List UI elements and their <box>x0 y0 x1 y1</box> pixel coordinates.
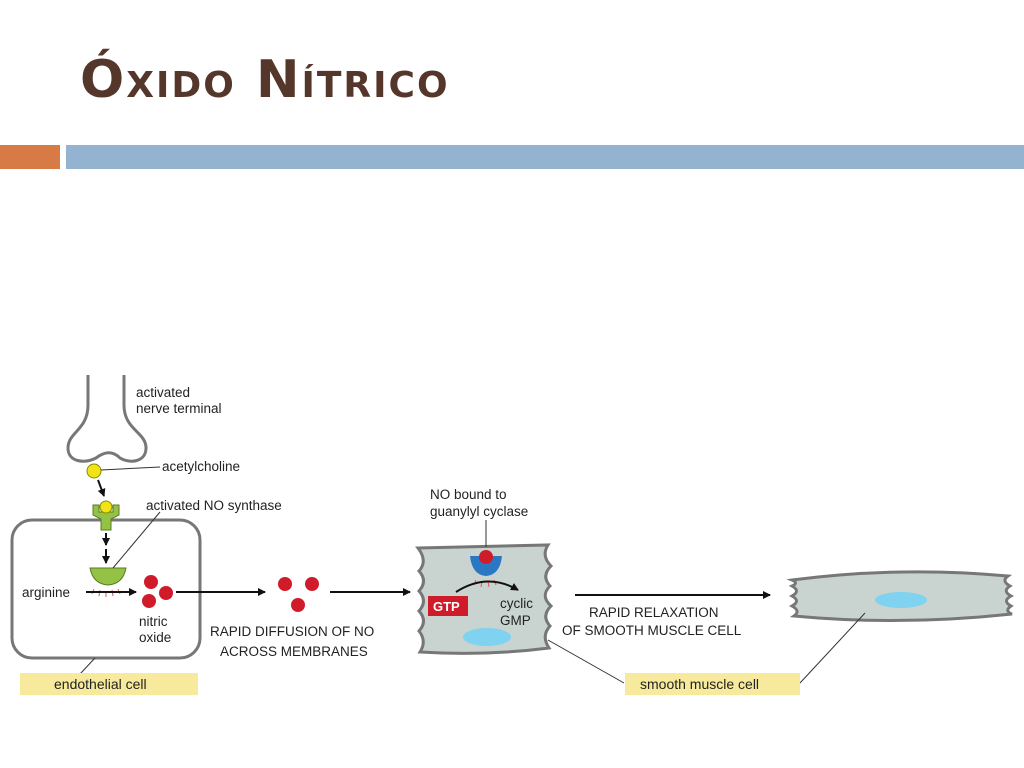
smooth-muscle-cell-contracted <box>415 543 554 655</box>
caption-smooth-muscle-box <box>625 673 800 695</box>
arrow-gtp-to-cgmp <box>455 580 519 593</box>
title-divider-bar <box>66 145 1024 169</box>
leader-smooth-muscle-relaxed <box>799 612 866 684</box>
label-relax-2: OF SMOOTH MUSCLE CELL <box>562 623 742 638</box>
label-no-bound-2: guanylyl cyclase <box>430 504 528 519</box>
label-arginine: arginine <box>22 585 70 600</box>
label-nerve-terminal-2: nerve terminal <box>136 401 222 416</box>
label-diffusion-1: RAPID DIFFUSION OF NO <box>210 624 374 639</box>
bound-no-molecule <box>479 550 493 564</box>
label-no-synthase: activated NO synthase <box>146 498 282 513</box>
receptor <box>92 504 120 531</box>
guanylyl-cyclase <box>470 556 502 576</box>
label-gmp: GMP <box>500 613 531 628</box>
caption-endothelial-box <box>20 673 198 695</box>
label-acetylcholine: acetylcholine <box>162 459 240 474</box>
label-oxide: oxide <box>139 630 171 645</box>
label-nitric: nitric <box>139 614 168 629</box>
nitric-oxide-diagram: activated nerve terminal acetylcholine a… <box>10 375 1015 695</box>
nitric-oxide-molecules <box>142 575 173 608</box>
label-no-bound-1: NO bound to <box>430 487 507 502</box>
nucleus-contracted <box>463 628 511 646</box>
nucleus-relaxed <box>875 592 927 608</box>
caption-smooth-muscle: smooth muscle cell <box>640 676 759 692</box>
arrow-ach-to-receptor <box>97 479 106 497</box>
bound-acetylcholine <box>99 500 113 514</box>
label-cyclic: cyclic <box>500 596 533 611</box>
gtp-box <box>428 596 468 616</box>
no-synthase-enzyme <box>89 567 127 586</box>
diffusing-no-molecules <box>278 577 319 612</box>
title-accent-bar <box>0 145 60 169</box>
label-gtp: GTP <box>433 599 460 614</box>
nerve-terminal <box>66 375 148 463</box>
label-nerve-terminal-1: activated <box>136 385 190 400</box>
label-diffusion-2: ACROSS MEMBRANES <box>220 644 368 659</box>
leader-endothelial <box>79 657 96 675</box>
caption-endothelial: endothelial cell <box>54 676 147 692</box>
acetylcholine-leader-line <box>100 466 161 471</box>
label-relax-1: RAPID RELAXATION <box>589 605 719 620</box>
leader-smooth-muscle-contracted <box>547 639 625 684</box>
no-synthase-leader-line <box>112 511 161 569</box>
acetylcholine-molecule <box>86 463 102 479</box>
slide-title: Óxido Nítrico <box>80 50 450 110</box>
